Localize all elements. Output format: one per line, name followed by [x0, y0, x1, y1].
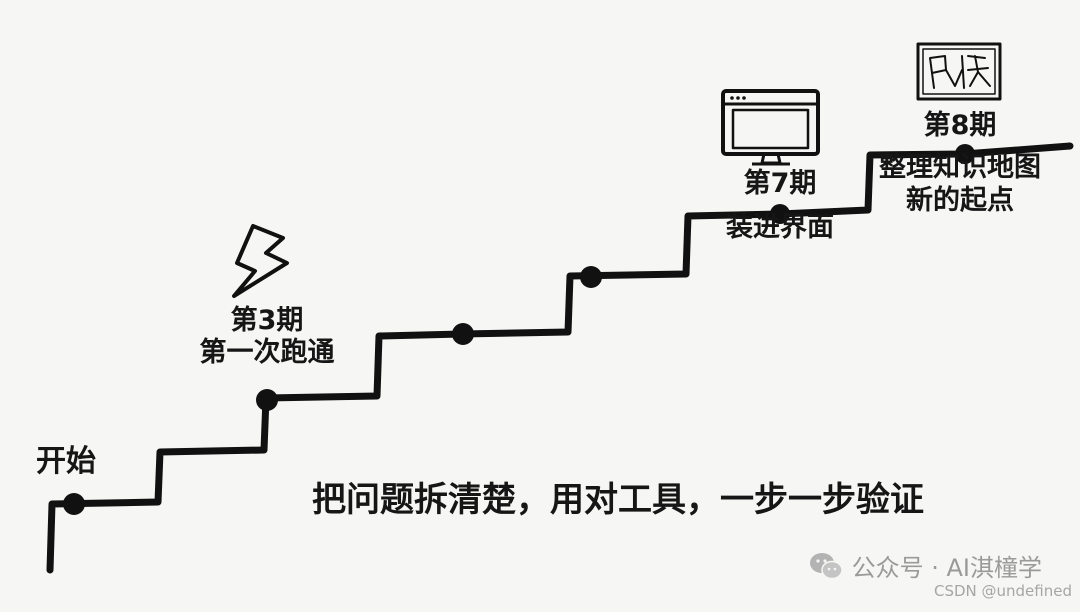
milestone-dot-start	[63, 493, 85, 515]
label-start-text: 开始	[36, 444, 96, 479]
label-period-8: 第8期 整理知识地图 新的起点	[870, 110, 1050, 217]
watermark-site: CSDN @undefined	[933, 582, 1072, 600]
staircase-line	[46, 142, 1074, 574]
monitor-icon	[721, 89, 820, 166]
milestone-dot-4	[452, 323, 474, 345]
label-start: 开始	[36, 444, 96, 480]
period-8-title: 第8期	[923, 110, 997, 141]
watermark-account: 公众号 · AI淇橦学	[851, 554, 1042, 582]
period-3-caption: 第一次跑通	[199, 337, 335, 369]
milestone-dot-7	[770, 204, 790, 224]
period-7-title: 第7期	[743, 168, 817, 199]
milestone-dot-3	[256, 389, 278, 411]
slogan: 把问题拆清楚，用对工具，一步一步验证	[312, 480, 924, 520]
period-8-caption-1: 整理知识地图	[879, 152, 1041, 184]
map-icon	[916, 42, 1002, 101]
label-period-7: 第7期 装进界面	[705, 168, 855, 245]
watermark: 公众号 · AI淇橦学	[808, 548, 1042, 583]
lightning-icon	[232, 224, 289, 298]
wechat-icon	[809, 552, 843, 579]
label-period-3: 第3期 第一次跑通	[182, 305, 352, 370]
period-7-caption: 装进界面	[726, 212, 834, 244]
milestone-dot-5	[580, 266, 602, 288]
period-8-caption-2: 新的起点	[906, 184, 1014, 216]
period-3-title: 第3期	[230, 305, 304, 336]
milestone-dot-8	[955, 144, 975, 164]
